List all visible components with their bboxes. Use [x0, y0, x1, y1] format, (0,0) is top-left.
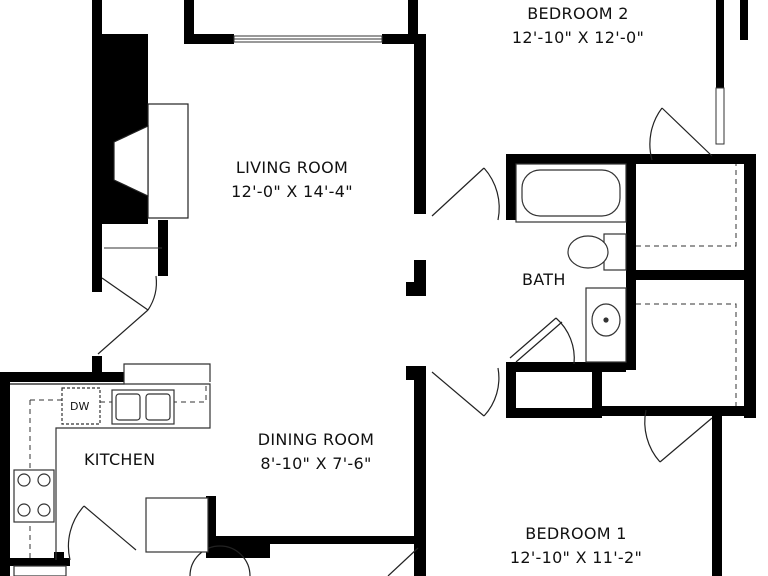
room-name: KITCHEN: [84, 450, 156, 469]
room-dimensions: 12'-10" X 11'-2": [509, 548, 643, 567]
kitchen-fixtures: [10, 363, 211, 576]
room-label-kitchen: KITCHEN: [84, 448, 174, 472]
room-name: LIVING ROOM: [235, 158, 349, 177]
windows: [233, 35, 725, 145]
room-dimensions: 12'-10" X 12'-0": [511, 28, 645, 47]
room-name: BATH: [522, 270, 566, 289]
bath-fixtures: [515, 163, 627, 363]
room-dimensions: 12'-0" X 14'-4": [231, 182, 353, 201]
room-dimensions: 8'-10" X 7'-6": [260, 454, 372, 473]
doors: [67, 107, 713, 576]
room-name: BEDROOM 2: [527, 4, 629, 23]
room-label-dining-room: DINING ROOM 8'-10" X 7'-6": [236, 428, 396, 476]
fireplace: [113, 103, 189, 219]
room-name: BEDROOM 1: [525, 524, 627, 543]
room-label-bedroom-2: BEDROOM 2 12'-10" X 12'-0": [500, 2, 656, 50]
room-label-bedroom-1: BEDROOM 1 12'-10" X 11'-2": [496, 522, 656, 570]
room-label-living-room: LIVING ROOM 12'-0" X 14'-4": [214, 156, 370, 204]
room-label-bath: BATH: [522, 268, 582, 292]
dishwasher-label: DW: [70, 400, 90, 413]
room-name: DINING ROOM: [257, 430, 375, 449]
